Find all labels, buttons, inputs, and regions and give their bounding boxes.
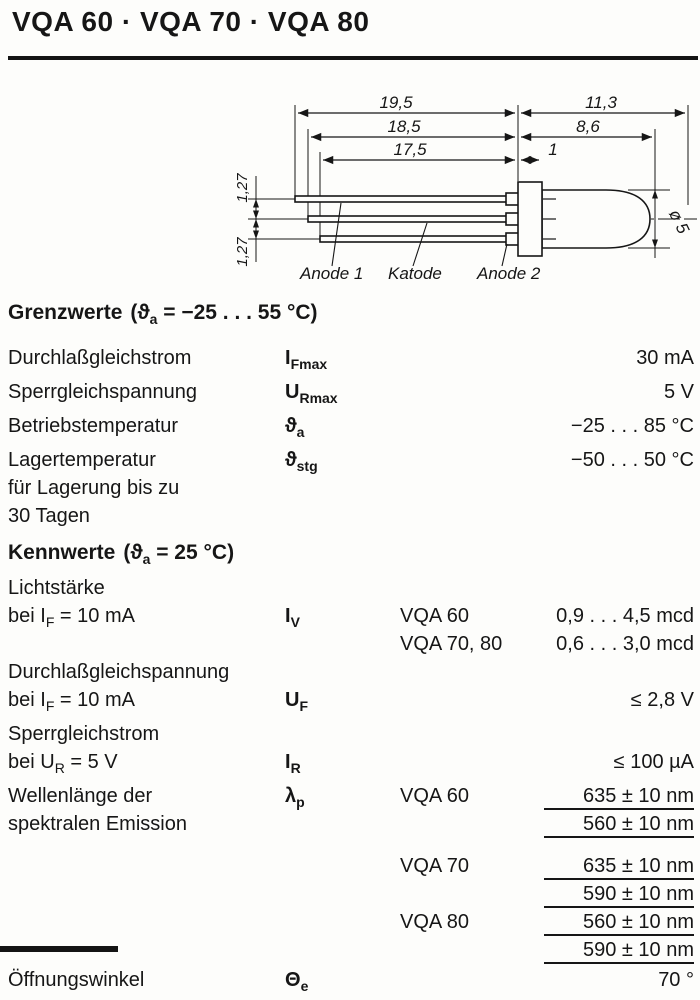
value: 635 ± 10 nm (544, 854, 694, 881)
symbol: IFmax (285, 347, 328, 373)
dim-17-5-label: 17,5 (393, 140, 427, 159)
bottom-rule (0, 946, 118, 952)
param-label: Wellenlänge der spektralen Emission (8, 785, 187, 836)
spec-tables: Grenzwerte (ϑa = −25 . . . 55 °C) Durchla… (8, 300, 694, 1000)
spec-row-reverse-current: Sperrgleichstrom bei UR = 5 V IR ≤ 100 µ… (8, 720, 694, 782)
anode1-label: Anode 1 (299, 264, 363, 283)
value: 30 mA (636, 347, 694, 370)
spec-row-forward-voltage: Durchlaßgleichspannung bei IF = 10 mA UF… (8, 658, 694, 720)
symbol: ϑa (285, 415, 305, 441)
dim-diameter-label: ø 5 (665, 206, 693, 237)
value: −25 . . . 85 °C (570, 415, 694, 438)
limits-heading: Grenzwerte (ϑa = −25 . . . 55 °C) (8, 300, 694, 332)
characteristics-condition: (ϑa = 25 °C) (123, 541, 235, 568)
variant-label: VQA 70 (400, 855, 469, 878)
drawing-labels: 19,5 11,3 18,5 8,6 17,5 1 1,27 1,27 ø 5 … (234, 93, 693, 283)
wavelength-group-vqa70: VQA 70 635 ± 10 nm 590 ± 10 nm (400, 852, 694, 909)
dim-1-27-bottom-label: 1,27 (234, 237, 251, 267)
limits-condition: (ϑa = −25 . . . 55 °C) (130, 301, 318, 328)
symbol: IR (285, 751, 301, 777)
dimension-lines (298, 108, 685, 165)
spec-row-storage-temperature: Lagertemperatur für Lagerung bis zu 30 T… (8, 446, 694, 530)
symbol: UF (285, 689, 309, 715)
variant-label: VQA 60 (400, 605, 469, 628)
value: 590 ± 10 nm (544, 938, 694, 965)
dim-19-5-label: 19,5 (379, 93, 413, 112)
lead-anode1 (294, 195, 510, 203)
pitch-dimension-arrows (253, 190, 658, 248)
spec-row-forward-current: Durchlaßgleichstrom IFmax 30 mA (8, 344, 694, 378)
spec-row-operating-temperature: Betriebstemperatur ϑa −25 . . . 85 °C (8, 412, 694, 446)
spec-row-reverse-voltage: Sperrgleichspannung URmax 5 V (8, 378, 694, 412)
value: 560 ± 10 nm (544, 910, 694, 937)
param-label: Sperrgleichstrom bei UR = 5 V (8, 723, 160, 777)
anode2-label: Anode 2 (476, 264, 541, 283)
param-label: Durchlaßgleichstrom (8, 347, 192, 370)
led-dome (541, 189, 651, 249)
dim-8-6-label: 8,6 (576, 117, 600, 136)
leader-lines (331, 202, 508, 267)
dim-11-3-label: 11,3 (585, 93, 617, 112)
param-label: Lichtstärke bei IF = 10 mA (8, 577, 135, 631)
symbol: λp (285, 785, 305, 811)
title-rule (8, 56, 698, 60)
lead-anode2 (319, 235, 510, 243)
katode-label: Katode (388, 264, 442, 283)
symbol: Θe (285, 969, 309, 995)
spec-row-aperture-angle: Öffnungswinkel Θe 70 ° (8, 966, 694, 1000)
value: 5 V (663, 381, 694, 404)
dim-1-label: 1 (548, 140, 557, 159)
wavelength-group-vqa60: VQA 60 635 ± 10 nm 560 ± 10 nm (400, 782, 694, 839)
symbol: ϑstg (285, 449, 318, 475)
wavelength-group-vqa80: VQA 80 560 ± 10 nm 590 ± 10 nm (400, 908, 694, 965)
value: 590 ± 10 nm (544, 882, 694, 909)
symbol: IV (285, 605, 300, 631)
param-label: Sperrgleichspannung (8, 381, 198, 404)
led-package-drawing: 19,5 11,3 18,5 8,6 17,5 1 1,27 1,27 ø 5 … (234, 93, 697, 283)
spec-row-wavelength: Wellenlänge der spektralen Emission λp V… (8, 782, 694, 965)
characteristics-heading-text: Kennwerte (8, 541, 116, 565)
param-label: Betriebstemperatur (8, 415, 179, 438)
spec-row-luminous-intensity: Lichtstärke bei IF = 10 mA IV VQA 60 0,9 … (8, 574, 694, 658)
variant-label: VQA 60 (400, 785, 469, 808)
value: ≤ 100 µA (613, 751, 694, 774)
dim-18-5-label: 18,5 (387, 117, 421, 136)
characteristics-heading: Kennwerte (ϑa = 25 °C) (8, 540, 694, 572)
value: 635 ± 10 nm (544, 784, 694, 811)
led-package-outline (294, 181, 651, 257)
page-title: VQA 60 · VQA 70 · VQA 80 (12, 6, 370, 37)
value: −50 . . . 50 °C (570, 449, 694, 472)
value: 70 ° (658, 969, 694, 992)
symbol: URmax (285, 381, 338, 407)
value: ≤ 2,8 V (630, 689, 694, 712)
variant-label: VQA 70, 80 (400, 633, 503, 656)
value: 0,6 . . . 3,0 mcd (556, 633, 694, 656)
datasheet-page: VQA 60 · VQA 70 · VQA 80 (0, 6, 698, 994)
led-flange (517, 181, 543, 257)
dim-1-27-top-label: 1,27 (234, 173, 251, 203)
param-label: Öffnungswinkel (8, 969, 145, 992)
param-label: Durchlaßgleichspannung bei IF = 10 mA (8, 661, 230, 715)
variant-label: VQA 80 (400, 911, 469, 934)
limits-heading-text: Grenzwerte (8, 301, 123, 324)
value: 0,9 . . . 4,5 mcd (556, 605, 694, 628)
param-label: Lagertemperatur für Lagerung bis zu 30 T… (8, 449, 180, 528)
value: 560 ± 10 nm (544, 812, 694, 839)
